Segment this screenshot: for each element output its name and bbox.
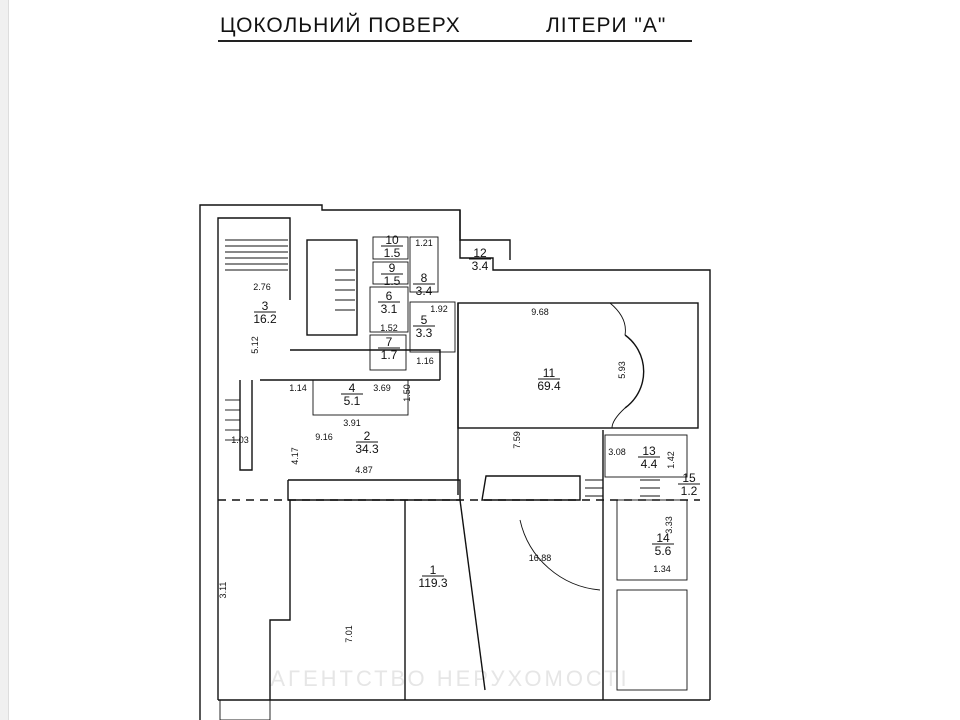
room-number: 13 xyxy=(642,444,656,458)
room-label-7: 71.7 xyxy=(378,335,400,362)
dimension-label: 3.69 xyxy=(373,383,391,393)
room-area: 1.5 xyxy=(384,246,401,260)
room-label-5: 53.3 xyxy=(413,313,435,340)
dimension-label: 1.03 xyxy=(231,435,249,445)
room-label-2: 234.3 xyxy=(355,429,379,456)
room-label-15: 151.2 xyxy=(678,471,700,498)
dimension-label: 7.01 xyxy=(344,625,354,643)
dimension-label: 16.88 xyxy=(529,553,552,563)
room-label-12: 123.4 xyxy=(469,246,491,273)
dimension-label: 5.12 xyxy=(250,336,260,354)
dimension-label: 1.16 xyxy=(416,356,434,366)
room-number: 11 xyxy=(543,366,556,380)
dimension-label: 1.52 xyxy=(380,323,398,333)
room-labels: 1119.3234.3316.245.153.363.171.783.491.5… xyxy=(253,233,700,590)
room-area: 69.4 xyxy=(537,379,561,393)
room-area: 119.3 xyxy=(418,576,447,590)
room-label-3: 316.2 xyxy=(253,299,277,326)
room-number: 4 xyxy=(349,381,356,395)
walls xyxy=(199,204,711,720)
dimension-label: 7.59 xyxy=(512,431,522,449)
dimension-label: 1.50 xyxy=(402,384,412,402)
room-number: 12 xyxy=(473,246,487,260)
room-label-6: 63.1 xyxy=(378,289,400,316)
dimension-label: 5.93 xyxy=(617,361,627,379)
dimension-label: 1.14 xyxy=(289,383,307,393)
room-area: 1.7 xyxy=(381,348,398,362)
dimension-label: 1.21 xyxy=(415,238,433,248)
room-area: 4.4 xyxy=(641,457,658,471)
room-label-10: 101.5 xyxy=(381,233,403,260)
dimension-label: 3.91 xyxy=(343,418,361,428)
dimension-label: 3.08 xyxy=(608,447,626,457)
dimension-label: 4.87 xyxy=(355,465,373,475)
dimension-label: 3.33 xyxy=(664,516,674,534)
room-area: 3.4 xyxy=(416,284,433,298)
title-underline xyxy=(218,40,692,42)
room-label-14: 145.6 xyxy=(652,531,674,558)
room-label-9: 91.5 xyxy=(381,261,403,288)
room-area: 34.3 xyxy=(355,442,379,456)
room-number: 15 xyxy=(682,471,696,485)
room-number: 1 xyxy=(430,563,437,577)
room-area: 16.2 xyxy=(253,312,277,326)
dimension-label: 1.34 xyxy=(653,564,671,574)
floor-title: ЦОКОЛЬНИЙ ПОВЕРХ xyxy=(220,14,461,37)
room-number: 3 xyxy=(262,299,269,313)
room-number: 9 xyxy=(389,261,396,275)
dimension-label: 2.76 xyxy=(253,282,271,292)
room-number: 2 xyxy=(364,429,371,443)
dimension-label: 9.68 xyxy=(531,307,549,317)
room-area: 5.1 xyxy=(344,394,361,408)
room-label-8: 83.4 xyxy=(413,271,435,298)
room-number: 7 xyxy=(386,335,393,349)
page-edge xyxy=(0,0,9,720)
dimension-label: 4.17 xyxy=(290,447,300,465)
room-area: 3.3 xyxy=(416,326,433,340)
letter-title: ЛІТЕРИ "А" xyxy=(546,14,667,37)
watermark: АГЕНТСТВО НЕРУХОМОСТІ xyxy=(270,666,629,691)
room-area: 1.5 xyxy=(384,274,401,288)
room-number: 8 xyxy=(421,271,428,285)
room-number: 6 xyxy=(386,289,393,303)
room-area: 3.1 xyxy=(381,302,398,316)
stairs xyxy=(225,239,660,497)
dimension-label: 1.92 xyxy=(430,304,448,314)
dimension-label: 3.11 xyxy=(218,582,228,599)
dimension-label: 9.16 xyxy=(315,432,333,442)
room-label-13: 134.4 xyxy=(638,444,660,471)
dimension-label: 1.42 xyxy=(666,451,676,469)
room-area: 1.2 xyxy=(681,484,698,498)
room-label-4: 45.1 xyxy=(341,381,363,408)
room-number: 10 xyxy=(385,233,399,247)
room-number: 14 xyxy=(656,531,670,545)
room-number: 5 xyxy=(421,313,428,327)
room-area: 5.6 xyxy=(655,544,672,558)
room-area: 3.4 xyxy=(472,259,489,273)
